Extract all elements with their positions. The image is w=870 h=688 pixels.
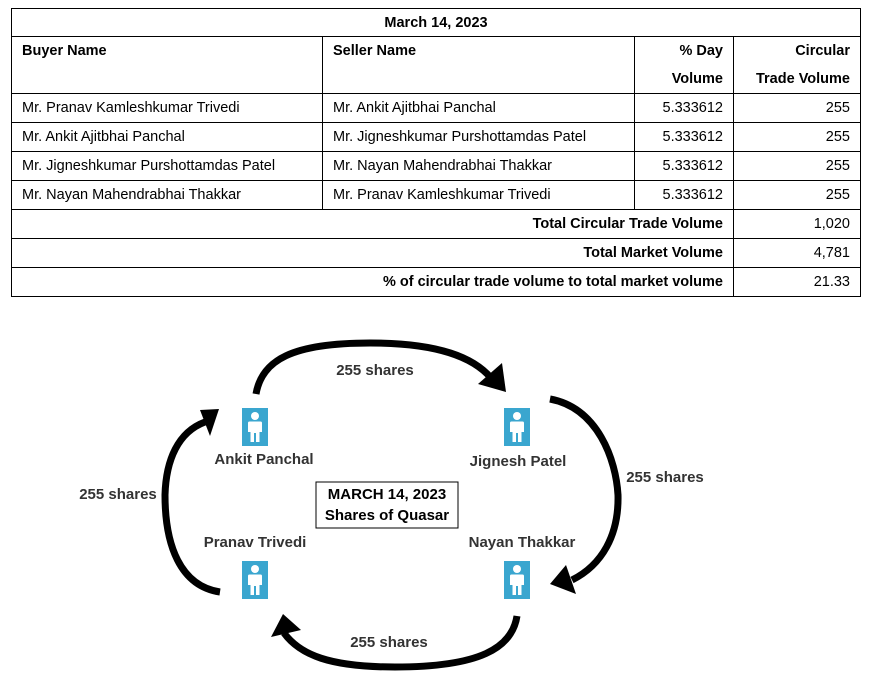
buyer-cell: Mr. Jigneshkumar Purshottamdas Patel xyxy=(11,151,323,181)
pct-cell: 5.333612 xyxy=(634,180,734,210)
pranav-person-icon xyxy=(242,561,268,599)
buyer-cell: Mr. Ankit Ajitbhai Panchal xyxy=(11,122,323,152)
circular-pct-row: % of circular trade volume to total mark… xyxy=(11,267,861,297)
left-arrow-icon xyxy=(161,409,221,596)
table-row: Mr. Ankit Ajitbhai Panchal Mr. Jigneshku… xyxy=(11,122,861,152)
circular-pct-label: % of circular trade volume to total mark… xyxy=(11,267,734,297)
seller-cell: Mr. Nayan Mahendrabhai Thakkar xyxy=(322,151,635,181)
seller-cell: Mr. Jigneshkumar Purshottamdas Patel xyxy=(322,122,635,152)
circular-trade-volume-header: Circular Trade Volume xyxy=(733,36,861,94)
top-flow-label: 255 shares xyxy=(336,362,414,379)
pct-cell: 5.333612 xyxy=(634,93,734,123)
circular-trade-volume-header-line1: Circular xyxy=(795,43,850,59)
ankit-person-icon xyxy=(242,408,268,446)
buyer-name-header: Buyer Name xyxy=(11,36,323,94)
pct-cell: 5.333612 xyxy=(634,151,734,181)
pct-day-volume-header: % Day Volume xyxy=(634,36,734,94)
pct-cell: 5.333612 xyxy=(634,122,734,152)
bottom-flow-label: 255 shares xyxy=(350,634,428,651)
bottom-arrow-icon xyxy=(271,614,521,671)
jignesh-name-label: Jignesh Patel xyxy=(470,453,567,470)
buyer-cell: Mr. Pranav Kamleshkumar Trivedi xyxy=(11,93,323,123)
center-date-label: MARCH 14, 2023 xyxy=(328,486,446,503)
center-subject-label: Shares of Quasar xyxy=(325,507,449,524)
seller-name-header: Seller Name xyxy=(322,36,635,94)
volume-cell: 255 xyxy=(733,151,861,181)
center-date-box xyxy=(315,481,459,529)
pct-day-volume-header-line1: % Day xyxy=(679,43,723,59)
right-flow-label: 255 shares xyxy=(626,469,704,486)
circular-trade-table: March 14, 2023 Buyer Name Seller Name % … xyxy=(11,8,861,297)
pranav-name-label: Pranav Trivedi xyxy=(204,534,307,551)
top-arrow-icon xyxy=(252,339,506,395)
circular-trade-diagram: Ankit Panchal Jignesh Patel Pranav Trive… xyxy=(79,339,704,671)
circular-trade-volume-header-line2: Trade Volume xyxy=(755,71,850,87)
seller-name-header-label: Seller Name xyxy=(333,43,417,59)
ankit-name-label: Ankit Panchal xyxy=(214,451,313,468)
seller-cell: Mr. Ankit Ajitbhai Panchal xyxy=(322,93,635,123)
jignesh-person-icon xyxy=(504,408,530,446)
left-flow-label: 255 shares xyxy=(79,486,157,503)
circular-pct-value: 21.33 xyxy=(733,267,861,297)
table-row: Mr. Pranav Kamleshkumar Trivedi Mr. Anki… xyxy=(11,93,861,123)
total-circular-volume-value: 1,020 xyxy=(733,209,861,239)
total-market-volume-row: Total Market Volume 4,781 xyxy=(11,238,861,268)
volume-cell: 255 xyxy=(733,93,861,123)
total-market-volume-label: Total Market Volume xyxy=(11,238,734,268)
table-row: Mr. Nayan Mahendrabhai Thakkar Mr. Prana… xyxy=(11,180,861,210)
seller-cell: Mr. Pranav Kamleshkumar Trivedi xyxy=(322,180,635,210)
nayan-name-label: Nayan Thakkar xyxy=(469,534,576,551)
volume-cell: 255 xyxy=(733,122,861,152)
table-title-row: March 14, 2023 xyxy=(11,8,861,37)
pct-day-volume-header-line2: Volume xyxy=(671,71,723,87)
volume-cell: 255 xyxy=(733,180,861,210)
total-market-volume-value: 4,781 xyxy=(733,238,861,268)
table-row: Mr. Jigneshkumar Purshottamdas Patel Mr.… xyxy=(11,151,861,181)
buyer-cell: Mr. Nayan Mahendrabhai Thakkar xyxy=(11,180,323,210)
buyer-name-header-label: Buyer Name xyxy=(22,43,107,59)
total-circular-volume-label: Total Circular Trade Volume xyxy=(11,209,734,239)
total-circular-volume-row: Total Circular Trade Volume 1,020 xyxy=(11,209,861,239)
table-date-title: March 14, 2023 xyxy=(11,8,861,37)
nayan-person-icon xyxy=(504,561,530,599)
right-arrow-icon xyxy=(549,395,622,594)
table-header-row: Buyer Name Seller Name % Day Volume Circ… xyxy=(11,36,861,94)
